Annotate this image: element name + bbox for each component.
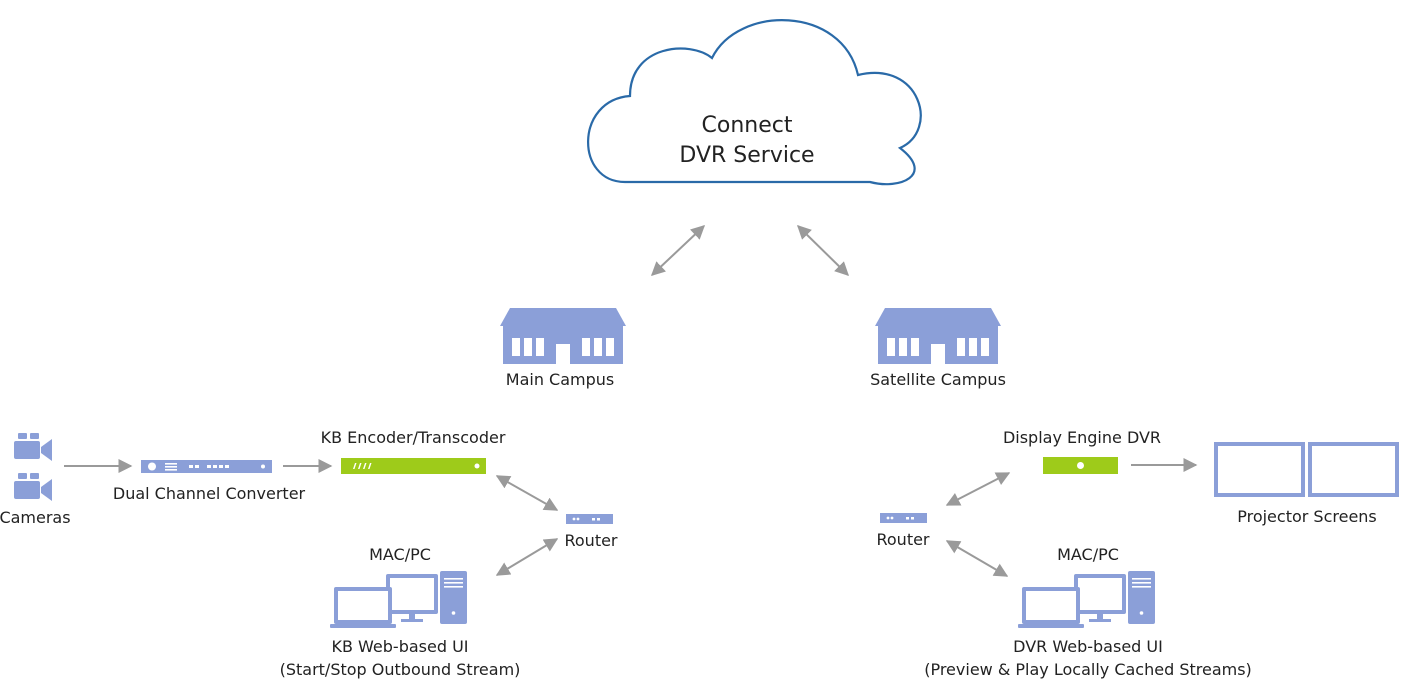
building-icon — [875, 308, 1001, 364]
building-icon — [500, 308, 626, 364]
arrow-router-dvr — [945, 472, 1011, 506]
dvr-ui-sublabel: (Preview & Play Locally Cached Streams) — [924, 660, 1252, 679]
cameras-label: Cameras — [0, 508, 71, 527]
projector-screen-icon — [1214, 442, 1305, 497]
cloud-title-line1: Connect — [701, 113, 793, 138]
computer-icon — [330, 571, 467, 628]
computer-icon — [1018, 571, 1155, 628]
arrow-router-computer — [495, 538, 559, 576]
cloud-title-line2: DVR Service — [679, 143, 815, 168]
dvr-label: Display Engine DVR — [1002, 428, 1162, 447]
computer-label: MAC/PC — [369, 545, 431, 564]
router-device — [566, 514, 613, 524]
kb-ui-sublabel: (Start/Stop Outbound Stream) — [279, 660, 521, 679]
arrow-encoder-router — [495, 475, 559, 511]
router-label: Router — [876, 530, 930, 549]
kb-ui-label: KB Web-based UI — [331, 637, 469, 656]
camera-icon — [14, 433, 52, 461]
encoder-label: KB Encoder/Transcoder — [320, 428, 506, 447]
router-device — [880, 513, 927, 523]
projector-screen-icon — [1308, 442, 1399, 497]
dvr-device — [1043, 457, 1118, 474]
encoder-device — [341, 458, 486, 474]
converter-label: Dual Channel Converter — [112, 484, 306, 503]
main-campus-label: Main Campus — [505, 370, 615, 389]
camera-icon — [14, 473, 52, 501]
projector-screens-label: Projector Screens — [1237, 507, 1377, 526]
converter-device — [141, 460, 272, 473]
computer-label: MAC/PC — [1057, 545, 1119, 564]
router-label: Router — [564, 531, 618, 550]
cloud-icon — [587, 19, 922, 186]
arrow-router-computer — [945, 540, 1009, 577]
dvr-ui-label: DVR Web-based UI — [1013, 637, 1163, 656]
satellite-campus-label: Satellite Campus — [870, 370, 1006, 389]
arrow-cloud-satellite — [797, 225, 849, 276]
arrow-cloud-main — [650, 225, 706, 276]
